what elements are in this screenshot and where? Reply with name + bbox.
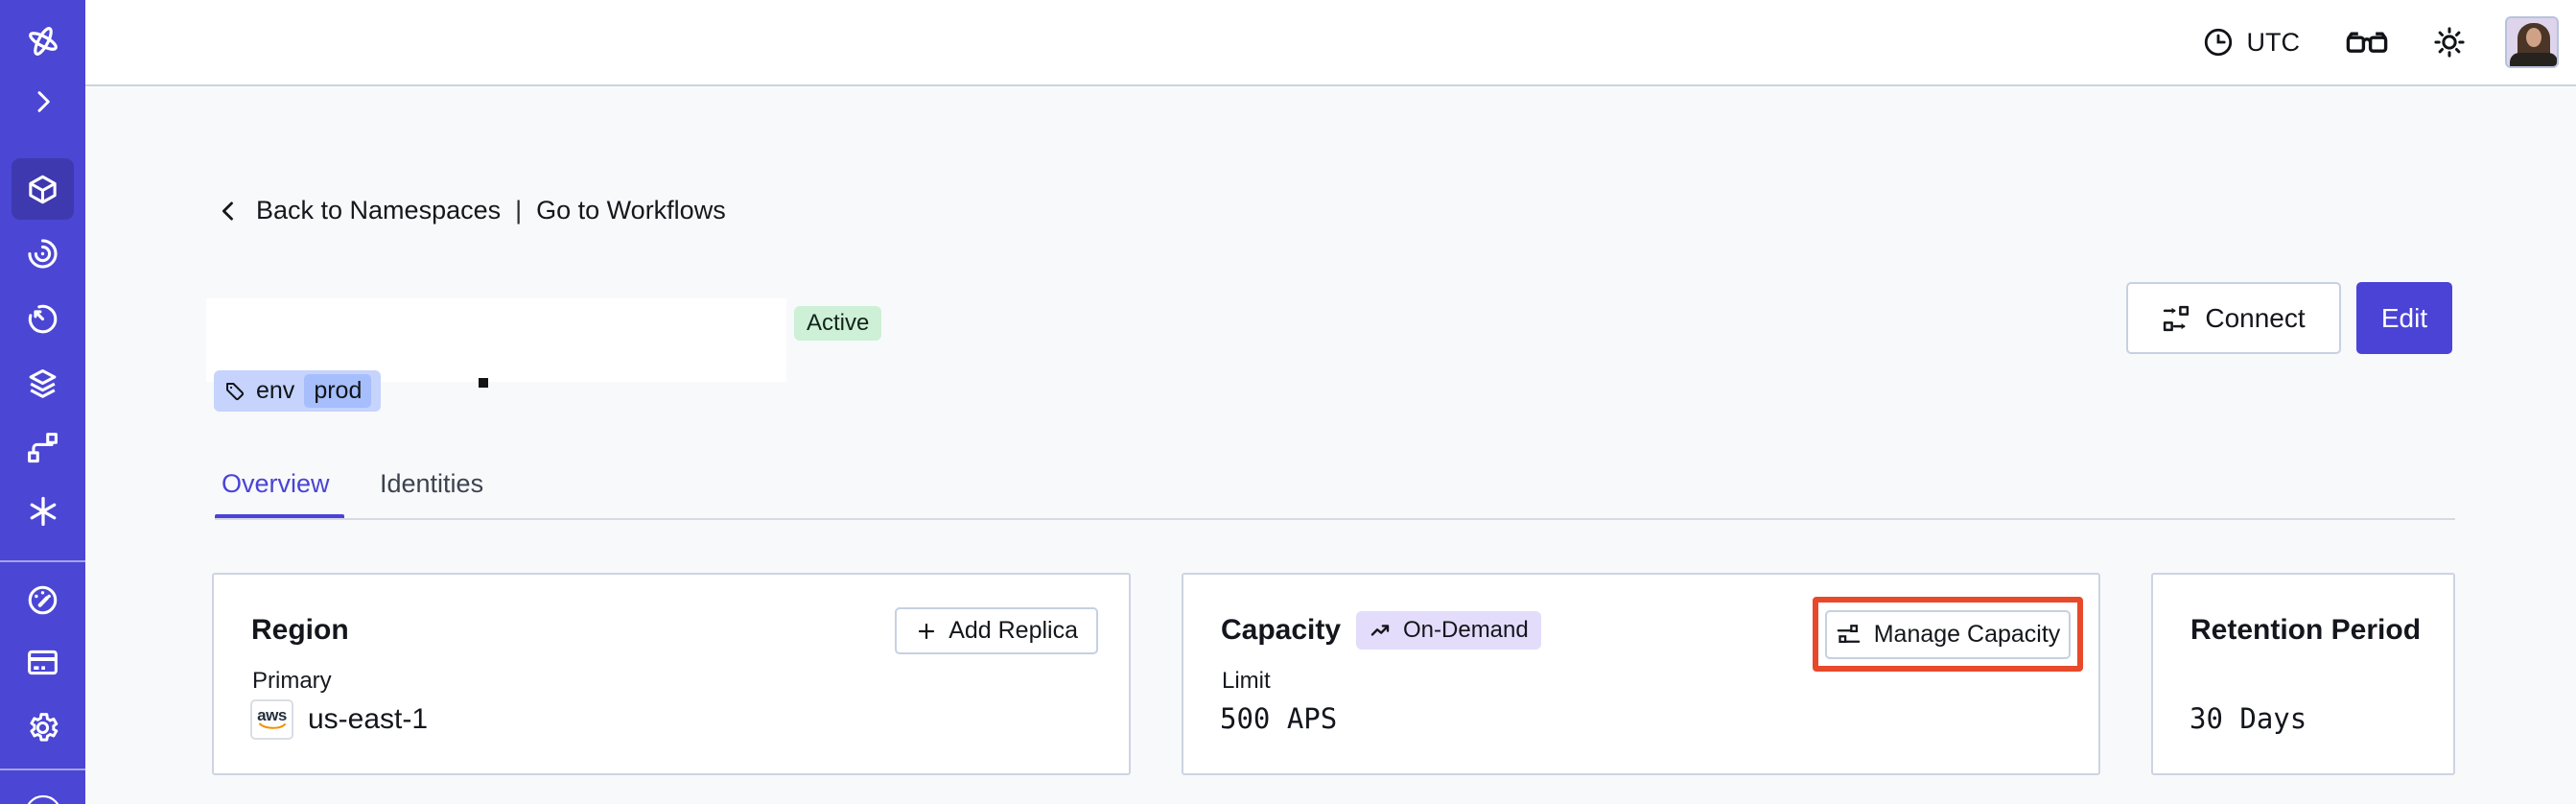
sidebar-divider (0, 560, 85, 562)
sidebar-item-namespaces[interactable] (0, 158, 85, 220)
namespace-tag: env prod (214, 370, 382, 412)
capacity-card-title: Capacity (1221, 614, 1342, 646)
layers-icon (29, 368, 57, 398)
on-demand-label: On-Demand (1403, 617, 1529, 643)
user-avatar[interactable] (2505, 16, 2559, 68)
primary-region-row: aws us-east-1 (250, 699, 428, 740)
add-replica-button[interactable]: Add Replica (895, 607, 1098, 654)
primary-label: Primary (252, 668, 332, 694)
workflows-spiral-icon (28, 238, 58, 269)
sidebar (0, 0, 85, 804)
breadcrumb-back-link[interactable]: Back to Namespaces (256, 196, 502, 225)
schedules-clock-icon (28, 304, 58, 333)
retention-card-title: Retention Period (2190, 614, 2422, 646)
add-replica-label: Add Replica (948, 617, 1078, 644)
region-card-title: Region (251, 614, 349, 646)
annotation-highlight: Manage Capacity (1813, 597, 2083, 672)
active-tab-underline (215, 514, 344, 520)
labs-toggle[interactable] (2346, 28, 2388, 57)
status-badge: Active (794, 306, 882, 341)
tab-overview[interactable]: Overview (222, 469, 330, 498)
sidebar-expand-chevron-icon[interactable] (0, 71, 85, 132)
tab-identities[interactable]: Identities (380, 469, 484, 498)
trending-up-icon (1370, 624, 1390, 636)
theme-toggle[interactable] (2432, 25, 2467, 59)
capacity-card: Capacity On-Demand Manage Capacity Limit… (1182, 573, 2100, 775)
sun-icon (2434, 27, 2465, 58)
breadcrumb-workflows-link[interactable]: Go to Workflows (536, 196, 726, 225)
glasses-icon (2346, 32, 2388, 53)
gear-icon (30, 712, 59, 742)
breadcrumb-separator: | (515, 196, 523, 225)
sidebar-item-settings[interactable] (0, 697, 85, 758)
namespace-title-redacted (206, 298, 786, 382)
on-demand-badge: On-Demand (1356, 611, 1541, 650)
avatar-face (2526, 28, 2541, 47)
sidebar-item-schedules[interactable] (0, 288, 85, 349)
aws-smile-icon (258, 722, 286, 729)
namespace-title-artifact (479, 378, 488, 388)
sidebar-item-batch-operations[interactable] (0, 481, 85, 542)
sidebar-item-account[interactable] (23, 792, 63, 804)
branch-icon (28, 432, 58, 462)
region-card: Region Add Replica Primary aws us-east-1 (212, 573, 1131, 775)
account-circle-icon (27, 794, 59, 804)
plus-icon (919, 623, 935, 639)
tabs-baseline (215, 518, 2455, 520)
connect-button[interactable]: Connect (2126, 282, 2341, 354)
breadcrumb: Back to Namespaces | Go to Workflows (215, 196, 726, 225)
sidebar-item-usage[interactable] (0, 569, 85, 630)
limit-value: 500 APS (1220, 702, 1338, 735)
tag-key: env (256, 377, 295, 404)
avatar-shirt (2510, 53, 2557, 66)
clock-icon (2204, 28, 2232, 57)
sidebar-divider (0, 769, 85, 770)
connect-flow-icon (2164, 305, 2190, 331)
asterisk-icon (30, 496, 56, 527)
timezone-selector[interactable]: UTC (2202, 26, 2301, 59)
sidebar-item-deployments[interactable] (0, 352, 85, 414)
sidebar-item-workflows[interactable] (0, 223, 85, 284)
sidebar-item-billing[interactable] (0, 631, 85, 693)
back-chevron-icon[interactable] (215, 198, 242, 225)
manage-capacity-button[interactable]: Manage Capacity (1825, 609, 2071, 659)
topbar: UTC (85, 0, 2576, 86)
connect-button-label: Connect (2205, 302, 2306, 333)
tag-value: prod (304, 374, 372, 408)
temporal-logo-icon[interactable] (0, 11, 85, 72)
edit-button[interactable]: Edit (2356, 282, 2452, 354)
cube-icon (29, 175, 57, 203)
sliders-icon (1837, 624, 1861, 643)
credit-card-icon (28, 650, 58, 674)
retention-value: 30 Days (2190, 702, 2307, 735)
tag-icon (226, 382, 245, 400)
retention-card: Retention Period 30 Days (2151, 573, 2455, 775)
sidebar-item-nexus[interactable] (0, 416, 85, 478)
limit-label: Limit (1222, 668, 1271, 694)
manage-capacity-label: Manage Capacity (1873, 620, 2061, 648)
timezone-label: UTC (2246, 27, 2301, 57)
aws-provider-icon: aws (250, 699, 293, 740)
aws-word: aws (257, 705, 287, 724)
primary-region-value: us-east-1 (308, 703, 429, 735)
gauge-icon (28, 585, 58, 614)
